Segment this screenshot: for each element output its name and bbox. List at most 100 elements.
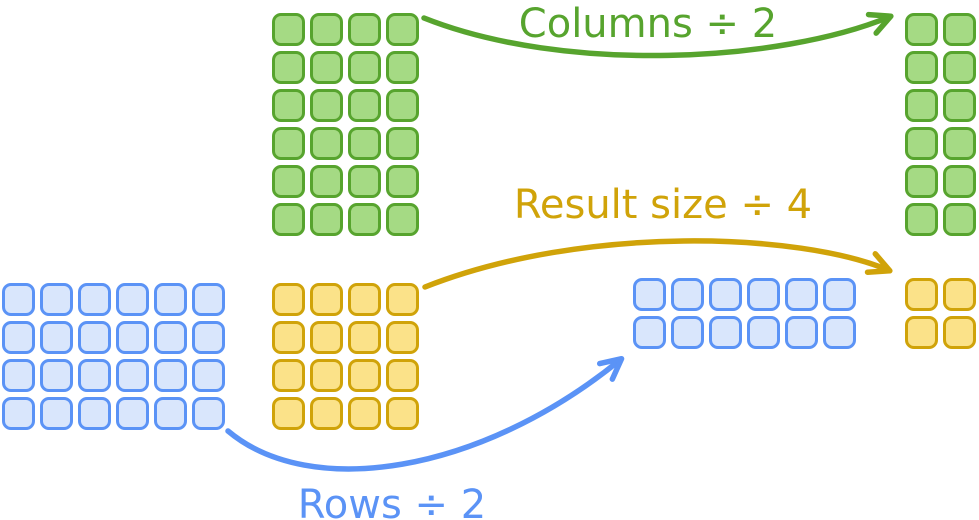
matrix-cell [348, 203, 381, 236]
matrix-cell [386, 51, 419, 84]
matrix-cell [310, 127, 343, 160]
matrix-cell [823, 278, 856, 311]
matrix-cell [310, 165, 343, 198]
matrix-cell [348, 283, 381, 316]
green-input-grid [272, 13, 419, 236]
matrix-cell [905, 127, 938, 160]
matrix-cell [905, 89, 938, 122]
matrix-cell [78, 283, 111, 316]
matrix-cell [943, 316, 976, 349]
rows-label: Rows ÷ 2 [297, 482, 487, 520]
matrix-cell [310, 13, 343, 46]
matrix-cell [943, 203, 976, 236]
matrix-cell [192, 397, 225, 430]
blue-input-grid [2, 283, 225, 430]
matrix-cell [386, 89, 419, 122]
matrix-cell [40, 321, 73, 354]
matrix-cell [348, 165, 381, 198]
matrix-cell [2, 359, 35, 392]
matrix-cell [709, 316, 742, 349]
matrix-cell [310, 321, 343, 354]
matrix-cell [272, 397, 305, 430]
matrix-cell [943, 13, 976, 46]
yellow-result-grid [905, 278, 976, 349]
matrix-cell [40, 283, 73, 316]
matrix-cell [671, 316, 704, 349]
matrix-cell [905, 13, 938, 46]
matrix-cell [747, 278, 780, 311]
matrix-cell [116, 321, 149, 354]
matrix-cell [905, 203, 938, 236]
matrix-cell [709, 278, 742, 311]
matrix-cell [785, 278, 818, 311]
matrix-cell [943, 127, 976, 160]
matrix-cell [272, 203, 305, 236]
matrix-cell [272, 359, 305, 392]
matrix-cell [823, 316, 856, 349]
matrix-cell [310, 89, 343, 122]
matrix-cell [310, 51, 343, 84]
matrix-cell [192, 283, 225, 316]
matrix-cell [905, 278, 938, 311]
matrix-cell [272, 89, 305, 122]
matrix-cell [348, 13, 381, 46]
matrix-cell [78, 397, 111, 430]
matrix-cell [2, 321, 35, 354]
matrix-cell [943, 278, 976, 311]
matrix-cell [192, 321, 225, 354]
matrix-cell [905, 51, 938, 84]
matrix-cell [272, 51, 305, 84]
matrix-cell [633, 316, 666, 349]
matrix-cell [310, 283, 343, 316]
matrix-cell [272, 165, 305, 198]
matrix-cell [78, 321, 111, 354]
matrix-cell [386, 321, 419, 354]
matrix-cell [272, 127, 305, 160]
matrix-cell [943, 165, 976, 198]
matrix-cell [40, 359, 73, 392]
matrix-cell [348, 397, 381, 430]
matrix-cell [386, 13, 419, 46]
matrix-cell [905, 316, 938, 349]
matrix-cell [348, 359, 381, 392]
matrix-cell [348, 51, 381, 84]
matrix-cell [386, 397, 419, 430]
matrix-cell [348, 127, 381, 160]
matrix-cell [310, 359, 343, 392]
matrix-cell [192, 359, 225, 392]
result-size-label: Result size ÷ 4 [513, 182, 813, 228]
matrix-cell [272, 13, 305, 46]
matrix-cell [116, 359, 149, 392]
matrix-cell [78, 359, 111, 392]
matrix-cell [154, 321, 187, 354]
matrix-cell [386, 283, 419, 316]
matrix-cell [272, 321, 305, 354]
matrix-cell [671, 278, 704, 311]
matrix-cell [154, 359, 187, 392]
matrix-cell [310, 203, 343, 236]
matrix-cell [154, 283, 187, 316]
matrix-cell [943, 51, 976, 84]
green-result-grid [905, 13, 976, 236]
matrix-cell [116, 283, 149, 316]
matrix-cell [386, 203, 419, 236]
columns-label: Columns ÷ 2 [518, 1, 778, 47]
matrix-cell [943, 89, 976, 122]
matrix-cell [386, 127, 419, 160]
matrix-cell [154, 397, 187, 430]
matrix-cell [116, 397, 149, 430]
matrix-cell [310, 397, 343, 430]
matrix-cell [386, 165, 419, 198]
matrix-cell [633, 278, 666, 311]
matrix-cell [272, 283, 305, 316]
matrix-cell [905, 165, 938, 198]
matrix-cell [785, 316, 818, 349]
matrix-cell [747, 316, 780, 349]
blue-result-grid [633, 278, 856, 349]
matrix-cell [386, 359, 419, 392]
matrix-cell [348, 89, 381, 122]
matrix-cell [2, 397, 35, 430]
matrix-cell [2, 283, 35, 316]
